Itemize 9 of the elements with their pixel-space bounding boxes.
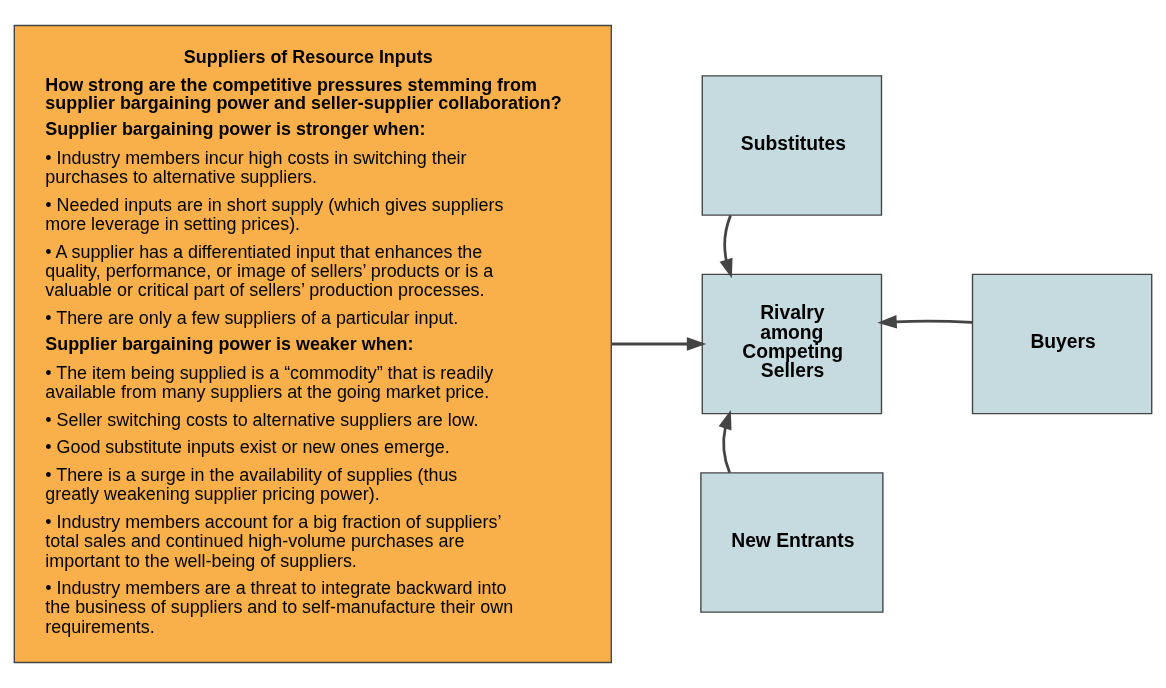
arrow	[719, 214, 733, 279]
node-box: New Entrants	[700, 472, 884, 613]
arrow	[877, 315, 973, 329]
node-box: Suppliers of Resource Inputs How strong are the competitive pressures stemming from supplier bargaining power and seller-supplier collaboration? Supplier bargaining power is stronger when: • Industry members incur high costs in switching their purchases to alternative suppliers. • Needed inputs are in short supply (which gives suppliers more leverage in setting prices). • A supplier has a differentiated input that enhances the quality, performance, or image of sellers’ products or is a valuable or critical part of sellers’ production processes. • There are only a few suppliers of a particular input. Supplier bargaining power is weaker when: • The item being supplied is a “commodity” that is readily available from many suppliers at the going market price. • Seller switching costs to alternative suppliers are low. • Good substitute inputs exist or new ones emerge. • There is a surge in the availability of supplies (thus greatly weakening supplier pricing power). • Industry members account for a big fraction of suppliers’ total sales and continued high-volume purchases are important to the well-being of suppliers. • Industry members are a threat to integrate backward into the business of suppliers and to self-manufacture their own requirements.	[13, 24, 612, 664]
arrow	[718, 409, 732, 474]
node-box: Buyers	[971, 273, 1153, 415]
arrow	[611, 337, 707, 351]
node-box: Rivalry among Competing Sellers	[701, 273, 883, 415]
node-box: Substitutes	[701, 75, 883, 216]
